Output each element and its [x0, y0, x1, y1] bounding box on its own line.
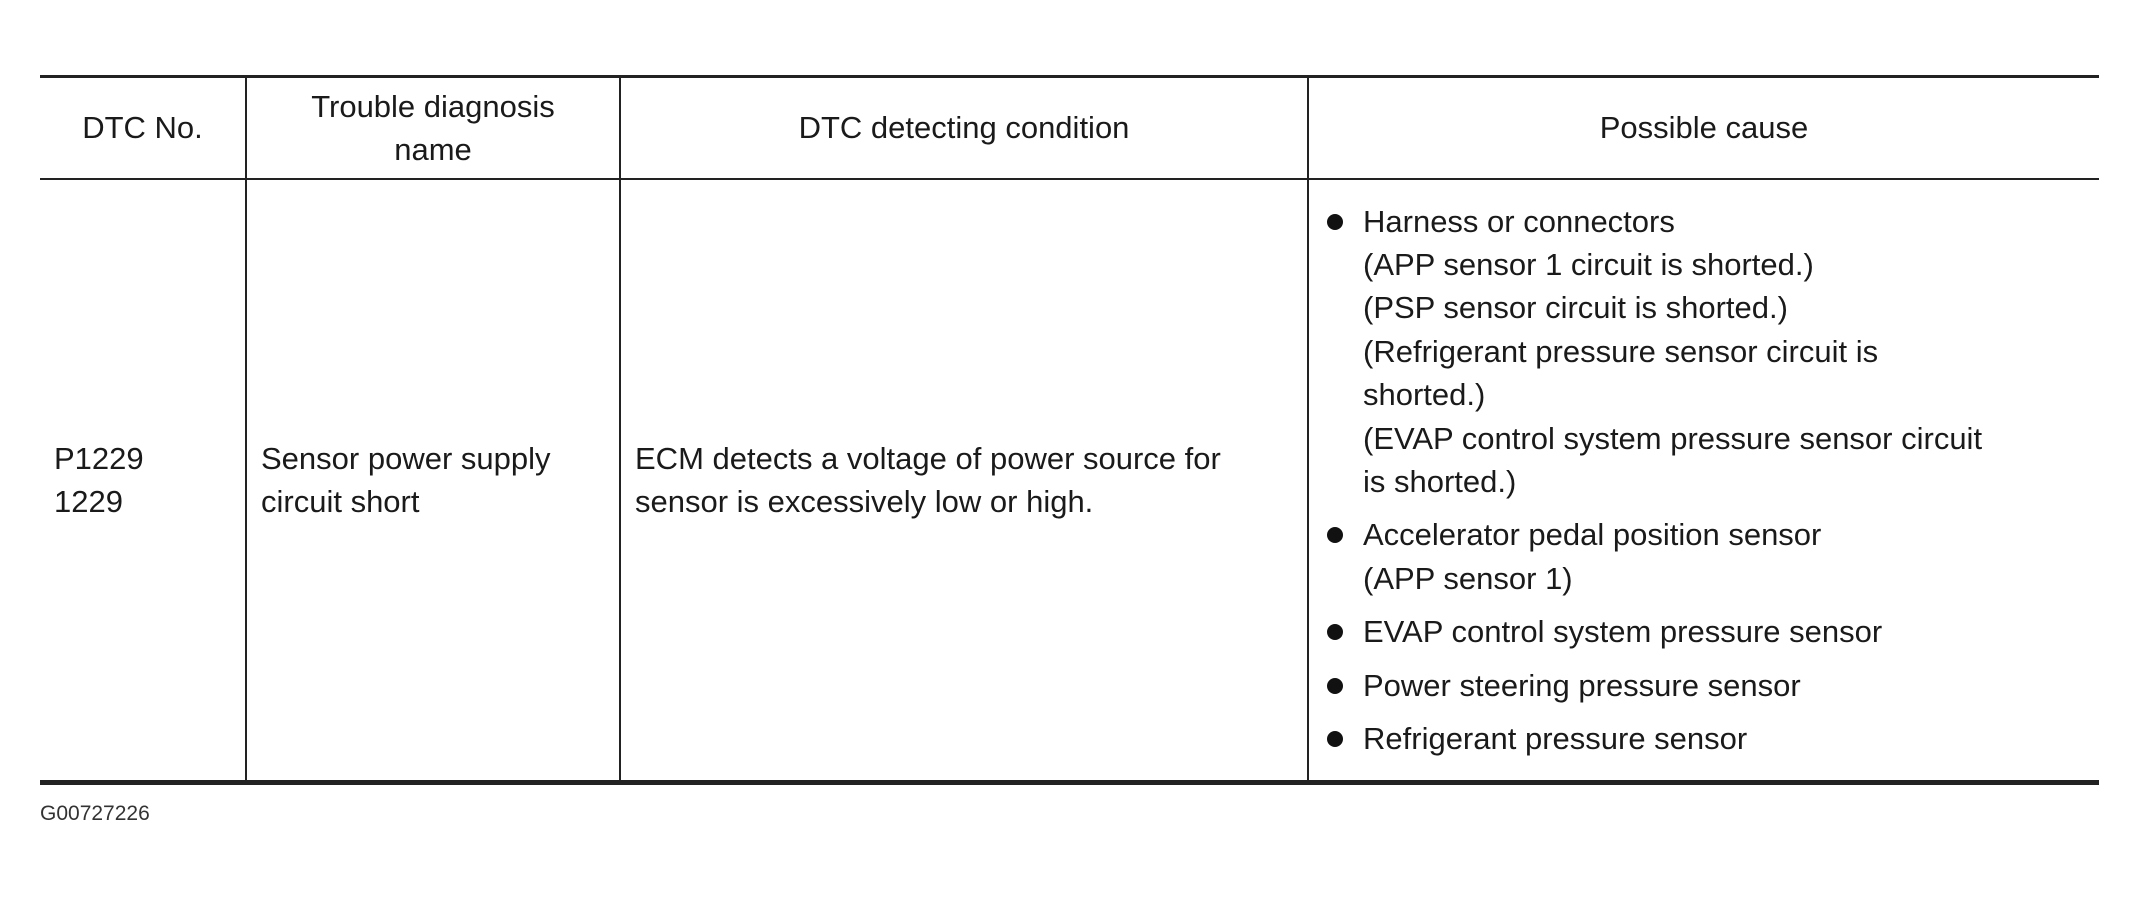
cause-detail: is shorted.) — [1363, 464, 1517, 499]
bullet-icon — [1327, 527, 1343, 544]
cause-detail: shorted.) — [1363, 377, 1486, 413]
cause-detail: (PSP sensor circuit is shorted.) — [1363, 290, 1788, 326]
list-item: Harness or connectors (APP sensor 1 circ… — [1323, 200, 2085, 504]
figure-id-caption: G00727226 — [40, 802, 150, 825]
cause-label: Harness or connectors — [1363, 203, 1675, 239]
header-possible-cause: Possible cause — [1307, 75, 2099, 180]
cause-detail: (APP sensor 1 circuit is shorted.) — [1363, 247, 1814, 283]
list-item: Accelerator pedal position sensor (APP s… — [1323, 513, 2085, 600]
list-item: EVAP control system pressure sensor — [1323, 610, 2085, 653]
cause-detail: (APP sensor 1) — [1363, 560, 1573, 596]
bullet-icon — [1327, 213, 1343, 230]
dtc-code: 1229 — [54, 484, 123, 519]
header-name-line: name — [394, 132, 472, 167]
cause-label: EVAP control system pressure sensor — [1363, 614, 1883, 650]
header-trouble-diagnosis-name: Trouble diagnosis name — [245, 75, 620, 180]
condition-line: sensor is excessively low or high. — [635, 484, 1094, 519]
dtc-table: DTC No. Trouble diagnosis name DTC detec… — [40, 75, 2099, 785]
table-row: P1229 1229 Sensor power supply circuit s… — [40, 179, 2099, 785]
header-row: DTC No. Trouble diagnosis name DTC detec… — [40, 75, 2099, 180]
header-dtc-no: DTC No. — [40, 75, 246, 180]
list-item: Refrigerant pressure sensor — [1323, 717, 2085, 760]
dtc-code-cell: P1229 1229 — [40, 179, 246, 785]
cause-label: Refrigerant pressure sensor — [1363, 720, 1748, 756]
condition-line: ECM detects a voltage of power source fo… — [635, 440, 1221, 476]
header-detecting-condition: DTC detecting condition — [619, 75, 1308, 180]
trouble-name-cell: Sensor power supply circuit short — [245, 179, 620, 785]
trouble-name-line: circuit short — [261, 484, 420, 519]
bullet-icon — [1327, 624, 1343, 641]
possible-cause-cell: Harness or connectors (APP sensor 1 circ… — [1307, 179, 2099, 785]
trouble-name-line: Sensor power supply — [261, 440, 551, 476]
header-name-line: Trouble diagnosis — [311, 88, 555, 124]
cause-label: Power steering pressure sensor — [1363, 667, 1801, 703]
cause-detail: (Refrigerant pressure sensor circuit is — [1363, 333, 1879, 369]
dtc-code: P1229 — [54, 440, 144, 476]
cause-label: Accelerator pedal position sensor — [1363, 517, 1822, 553]
cause-detail: (EVAP control system pressure sensor cir… — [1363, 420, 1983, 456]
bullet-icon — [1327, 730, 1343, 747]
cause-list: Harness or connectors (APP sensor 1 circ… — [1323, 200, 2085, 761]
list-item: Power steering pressure sensor — [1323, 664, 2085, 707]
bullet-icon — [1327, 677, 1343, 694]
detecting-condition-cell: ECM detects a voltage of power source fo… — [619, 179, 1308, 785]
